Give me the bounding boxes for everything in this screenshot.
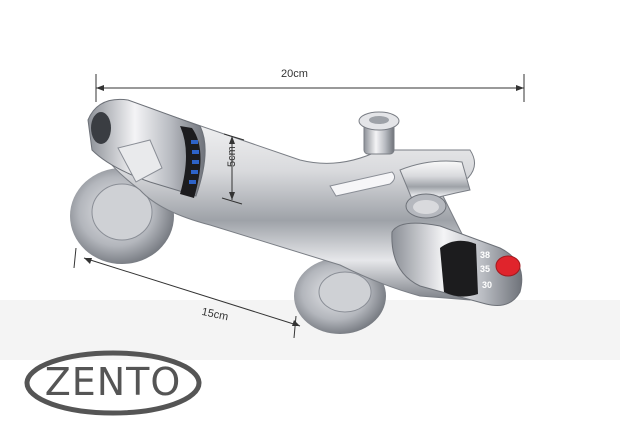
left-flange-nut: [91, 183, 153, 241]
diverter-knob-top: [369, 116, 389, 124]
width-dimension-label: 20cm: [281, 68, 308, 80]
logo-ellipse: [24, 350, 202, 416]
dimension-arrows: [84, 85, 524, 326]
body-lever[interactable]: [329, 171, 396, 197]
thermostat-scale-ring: [440, 240, 478, 297]
diameter-tick-top: [223, 133, 245, 141]
flow-handle-lever[interactable]: [117, 139, 163, 183]
depth-tick-left: [73, 247, 77, 269]
depth-dimension-line: [83, 257, 301, 327]
aerator-mesh: [413, 200, 439, 214]
diameter-dimension-label: 5cm: [226, 146, 238, 167]
depth-tick-right: [293, 315, 297, 339]
flow-handle-cap: [91, 112, 111, 144]
temperature-safety-button[interactable]: [495, 255, 521, 277]
temperature-mark-low: 30: [482, 280, 493, 290]
right-flange-nut: [318, 271, 372, 313]
diameter-tick-bottom: [221, 197, 243, 205]
flow-indicator-marks: [189, 140, 199, 184]
temperature-mark-mid: 35: [480, 264, 491, 274]
temperature-mark-high: 38: [480, 250, 491, 260]
